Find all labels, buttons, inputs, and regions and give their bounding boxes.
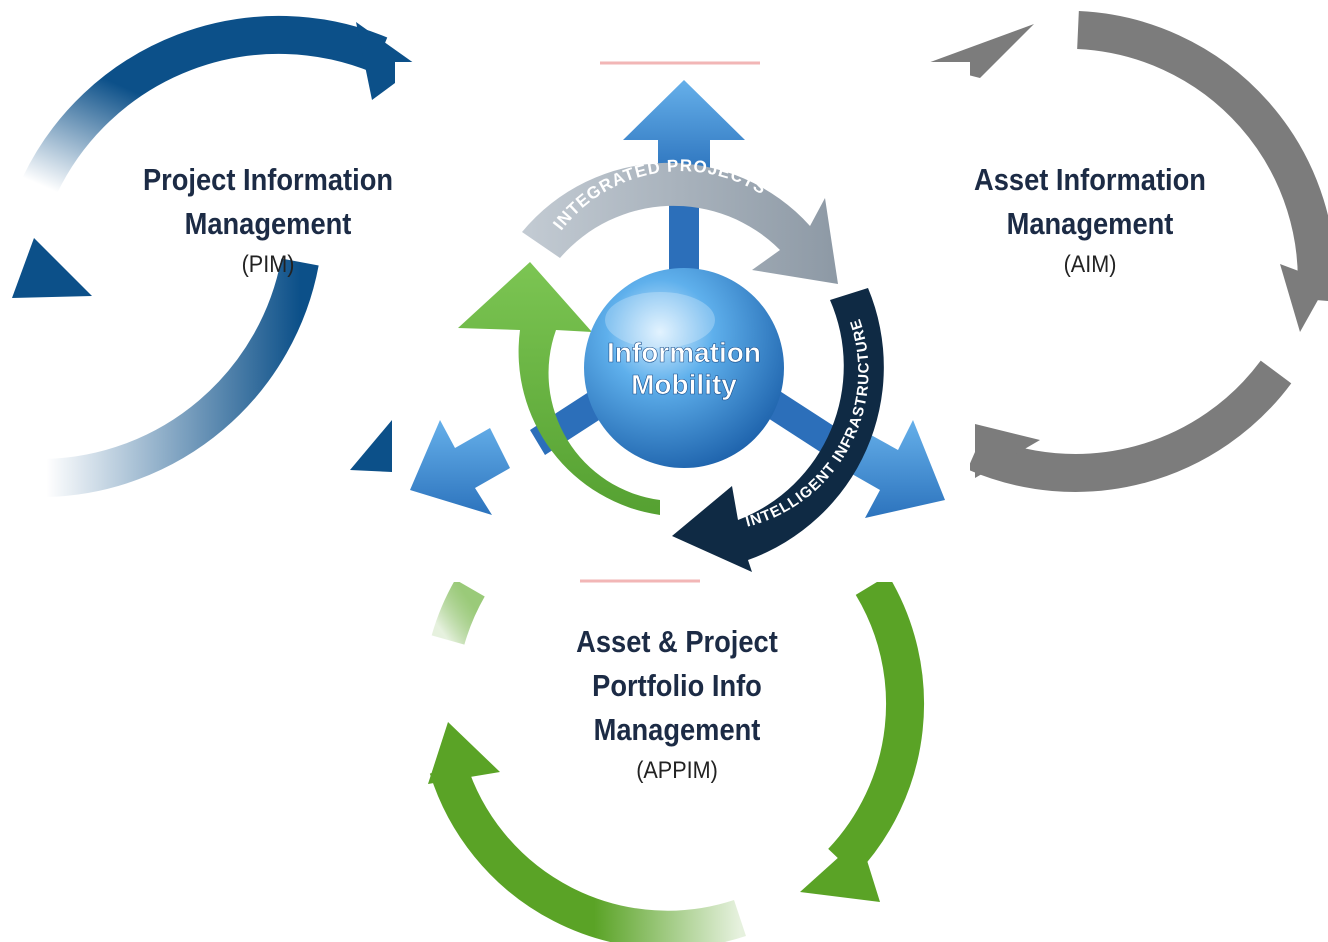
pim-title-line2: Management <box>184 206 352 241</box>
pim-label-clip <box>395 150 401 210</box>
hub-highlight <box>605 292 715 348</box>
arrow-up-icon <box>623 80 745 175</box>
arrow-down-right-icon <box>845 420 945 518</box>
appim-arrowhead-left <box>428 722 500 784</box>
appim-arrowhead-right <box>800 838 880 902</box>
pim-abbr: (PIM) <box>241 251 295 278</box>
arrow-down-left-icon <box>410 420 510 515</box>
pim-title-line1: Project Information <box>142 162 394 197</box>
appim-abbr: (APPIM) <box>636 757 718 784</box>
pim-cycle-arrows <box>12 15 418 497</box>
pim-arrowhead-top <box>356 22 418 100</box>
aim-title-line1: Asset Information <box>974 162 1206 197</box>
appim-cycle-arrows <box>428 575 925 942</box>
pim-label: Project Information Management (PIM) <box>118 158 418 282</box>
hub-line1: Information <box>607 337 761 368</box>
appim-title-line2: Portfolio Info <box>592 668 762 703</box>
aim-arrowhead-bottom <box>975 424 1040 478</box>
aim-title-line2: Management <box>1006 206 1174 241</box>
aim-abbr: (AIM) <box>1063 251 1117 278</box>
appim-title-line1: Asset & Project <box>576 624 778 659</box>
aim-label: Asset Information Management (AIM) <box>940 158 1240 282</box>
aim-cycle-arrows <box>925 11 1328 492</box>
appim-title-line3: Management <box>593 712 761 747</box>
hub-line2: Mobility <box>631 369 737 400</box>
pim-arrowhead-bottom <box>350 420 392 472</box>
hub-sphere <box>584 268 784 468</box>
appim-label: Asset & Project Portfolio Info Managemen… <box>527 620 827 788</box>
pim-arrowhead-left <box>12 238 92 298</box>
aim-arrowhead-right <box>1280 264 1328 332</box>
